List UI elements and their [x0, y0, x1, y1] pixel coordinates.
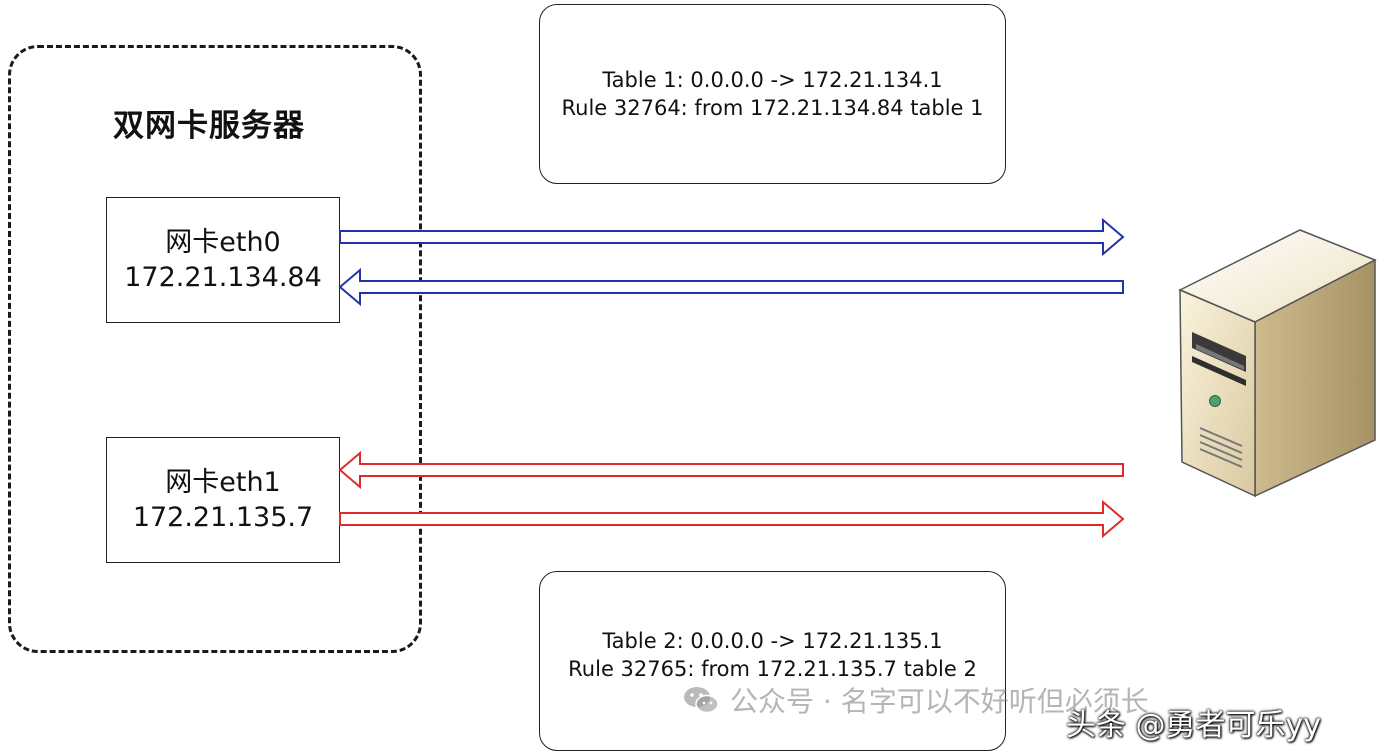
nic-eth0-ip: 172.21.134.84 — [124, 262, 322, 293]
rule-1-rule: Rule 32764: from 172.21.134.84 table 1 — [561, 96, 984, 120]
remote-server-icon — [1178, 229, 1377, 498]
eth0-incoming-arrow — [338, 267, 1124, 307]
wechat-icon — [684, 687, 719, 714]
rule-2-table: Table 2: 0.0.0.0 -> 172.21.135.1 — [602, 629, 943, 653]
watermark: 公众号 · 名字可以不好听但必须长 — [682, 680, 1149, 720]
credit-text: 头条 @勇者可乐yy — [1066, 708, 1322, 743]
watermark-text: 公众号 · 名字可以不好听但必须长 — [730, 685, 1149, 718]
nic-eth1-ip: 172.21.135.7 — [132, 502, 314, 533]
routing-rule-box-2: Table 2: 0.0.0.0 -> 172.21.135.1 Rule 32… — [539, 571, 1006, 751]
nic-eth0-label: 网卡eth0 — [165, 226, 281, 258]
dual-nic-server-group — [8, 45, 422, 653]
nic-eth1-box: 网卡eth1 172.21.135.7 — [106, 437, 340, 563]
rule-1-table: Table 1: 0.0.0.0 -> 172.21.134.1 — [602, 67, 943, 92]
eth0-outgoing-arrow — [339, 217, 1125, 257]
eth1-outgoing-arrow — [339, 499, 1125, 539]
nic-eth0-box: 网卡eth0 172.21.134.84 — [106, 197, 340, 323]
rule-2-rule: Rule 32765: from 172.21.135.7 table 2 — [568, 657, 977, 682]
nic-eth1-label: 网卡eth1 — [165, 466, 281, 498]
server-title: 双网卡服务器 — [113, 108, 305, 144]
eth1-incoming-arrow — [338, 450, 1124, 490]
routing-rule-box-1: Table 1: 0.0.0.0 -> 172.21.134.1 Rule 32… — [539, 4, 1006, 184]
